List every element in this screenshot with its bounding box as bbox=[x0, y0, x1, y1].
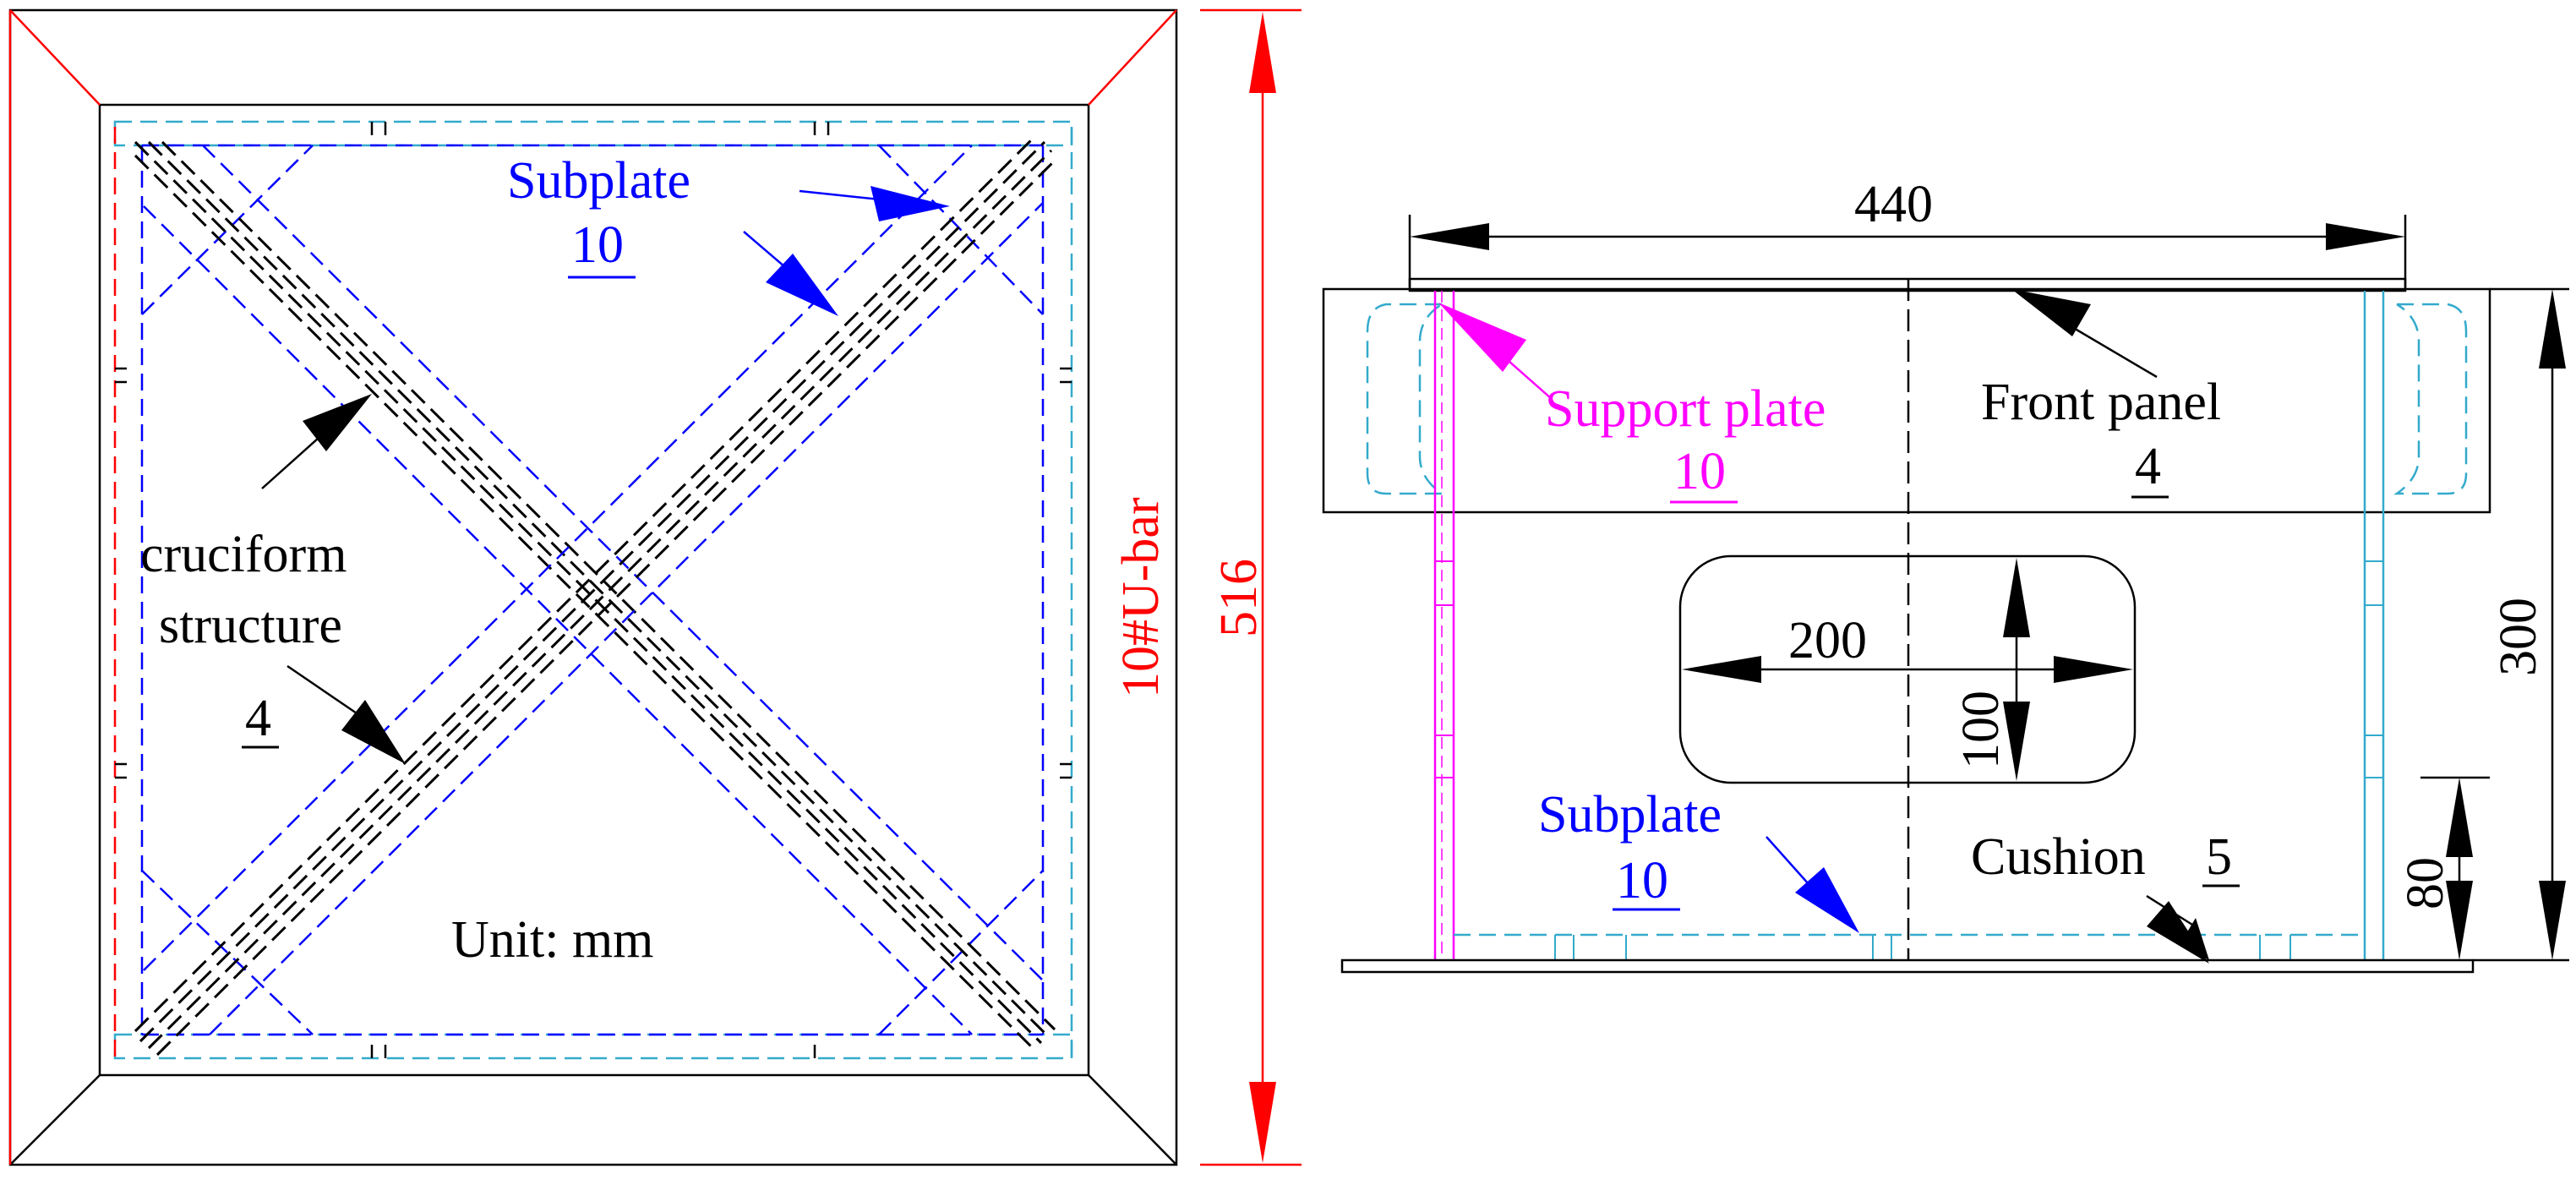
right-subplate-arrow bbox=[1795, 867, 1859, 933]
unit-label: Unit: mm bbox=[451, 911, 653, 969]
corner-line-tl bbox=[9, 9, 101, 106]
cushion-arrow-head bbox=[2147, 901, 2209, 964]
cruciform-leader-2 bbox=[287, 664, 363, 718]
u-bar-outline-top bbox=[113, 120, 1073, 147]
dim-100-arrow-top bbox=[2003, 558, 2030, 637]
support-plate-thickness: 10 bbox=[1673, 443, 1726, 500]
left-subplate-thickness: 10 bbox=[571, 216, 624, 274]
right-elevation-view: 440 200 100 bbox=[1322, 176, 2569, 974]
dim-516-label: 516 bbox=[1210, 559, 1268, 637]
corner-line-bl bbox=[9, 1074, 101, 1166]
dim-200-arrow-right bbox=[2054, 656, 2133, 683]
opening bbox=[1678, 554, 2137, 784]
right-subplate-thickness: 10 bbox=[1616, 852, 1668, 909]
support-plate-ticks bbox=[1435, 560, 1454, 778]
subplate-corners bbox=[141, 145, 1044, 1035]
dim-200-label: 200 bbox=[1788, 612, 1867, 669]
dim-80-arrow-bottom bbox=[2446, 881, 2473, 960]
left-subplate-arrow-1 bbox=[870, 186, 950, 221]
cruciform-label-line2: structure bbox=[159, 597, 342, 654]
corner-line-tr bbox=[1088, 9, 1177, 106]
base-plate bbox=[1340, 958, 2475, 974]
u-bar-outline-bottom bbox=[113, 1033, 1073, 1060]
dim-516-arrow-top bbox=[1249, 12, 1276, 93]
cruciform-leader-1 bbox=[261, 430, 327, 489]
dim-300-label: 300 bbox=[2490, 598, 2547, 676]
cruciform-label-line1: cruciform bbox=[140, 526, 347, 583]
front-panel-leader bbox=[2061, 319, 2158, 379]
dim-440-arrow-left bbox=[1410, 223, 1489, 250]
front-panel-label: Front panel bbox=[1981, 374, 2221, 431]
dim-80-arrow-top bbox=[2446, 778, 2473, 857]
dim-200-arrow-left bbox=[1682, 656, 1761, 683]
dim-440-arrow-right bbox=[2326, 223, 2405, 250]
corner-line-br bbox=[1088, 1074, 1177, 1166]
support-plate-arrow bbox=[1438, 303, 1526, 372]
front-panel-arrow bbox=[2011, 289, 2091, 336]
left-subplate-arrow-2 bbox=[766, 254, 838, 316]
bottom-subplate-ticks bbox=[1554, 935, 2291, 960]
dim-100-arrow-bottom bbox=[2003, 702, 2030, 781]
u-bar-ticks bbox=[115, 122, 1072, 1058]
dim-80-label: 80 bbox=[2397, 857, 2454, 909]
dim-300-arrow-top bbox=[2539, 289, 2566, 369]
left-u-bar-profile bbox=[1366, 303, 1445, 495]
dim-100-label: 100 bbox=[1952, 691, 2010, 769]
inner-frame bbox=[98, 103, 1090, 1077]
support-plate-label: Support plate bbox=[1545, 380, 1826, 438]
front-panel bbox=[1322, 287, 2491, 514]
cruciform-thickness: 4 bbox=[245, 690, 271, 747]
cushion-thickness: 5 bbox=[2206, 828, 2232, 886]
dim-516-arrow-bottom bbox=[1249, 1082, 1276, 1163]
right-u-bar-profile bbox=[2393, 303, 2468, 495]
cruciform-arrow-2 bbox=[341, 700, 406, 764]
cushion-arrow bbox=[2180, 918, 2209, 960]
cushion-label: Cushion bbox=[1971, 828, 2146, 886]
left-subplate-label: Subplate bbox=[507, 152, 690, 210]
cruciform-arrow-1 bbox=[303, 394, 372, 451]
dim-300-arrow-bottom bbox=[2539, 881, 2566, 960]
cruciform-band-2 bbox=[134, 134, 1058, 1057]
left-plan-view: Subplate 10 cruciform structure 4 10#U-b… bbox=[8, 8, 1302, 1166]
right-subplate-leader bbox=[1766, 836, 1809, 885]
right-vertical-ticks bbox=[2365, 560, 2383, 778]
right-subplate-label: Subplate bbox=[1538, 786, 1722, 844]
u-bar-label: 10#U-bar bbox=[1112, 497, 1170, 698]
front-panel-thickness: 4 bbox=[2135, 438, 2161, 495]
dim-440-label: 440 bbox=[1854, 176, 1933, 233]
